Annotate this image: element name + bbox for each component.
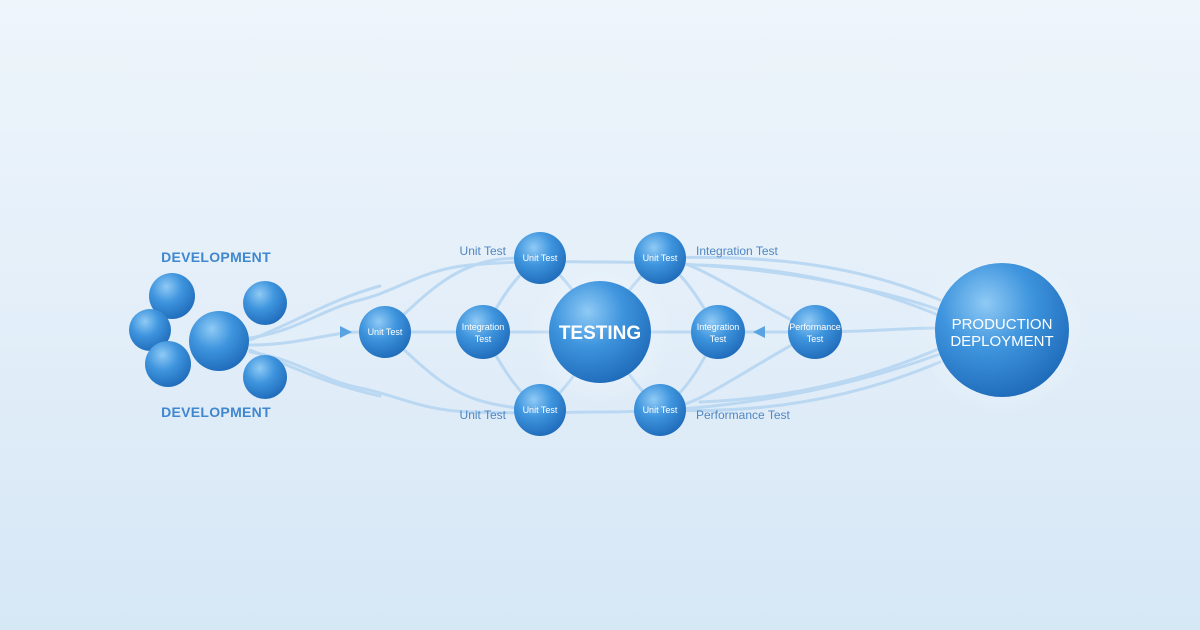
dev-node [145, 341, 191, 387]
deployment-label: DEPLOYMENT [950, 333, 1053, 350]
node-label: Unit Test [523, 405, 558, 415]
arrow-left-icon [753, 326, 765, 338]
node-label: Test [710, 334, 727, 344]
dev-node [243, 355, 287, 399]
node-label: Unit Test [368, 327, 403, 337]
development-label-top: DEVELOPMENT [161, 249, 271, 265]
node-label: Performance [789, 322, 841, 332]
dev-node [243, 281, 287, 325]
test-node-unit-top-right: Unit Test [634, 232, 686, 284]
development-cluster [129, 273, 287, 399]
test-node-performance-right: Performance Test [788, 305, 842, 359]
production-deployment-node: PRODUCTION DEPLOYMENT [917, 245, 1087, 415]
node-label: Test [475, 334, 492, 344]
node-label: Integration [697, 322, 740, 332]
node-label: Unit Test [643, 253, 678, 263]
test-node-integration-left: Integration Test [456, 305, 510, 359]
caption-unit-top: Unit Test [460, 244, 507, 258]
development-label-bottom: DEVELOPMENT [161, 404, 271, 420]
node-label: Test [807, 334, 824, 344]
flow-arrows [340, 326, 765, 338]
testing-hub: TESTING [528, 260, 672, 404]
caption-unit-bottom: Unit Test [460, 408, 507, 422]
caption-integration-top: Integration Test [696, 244, 778, 258]
test-node-unit-top-left: Unit Test [514, 232, 566, 284]
test-node-integration-right: Integration Test [691, 305, 745, 359]
test-node-unit-bottom-left: Unit Test [514, 384, 566, 436]
production-label: PRODUCTION [952, 316, 1053, 333]
testing-label: TESTING [559, 323, 641, 344]
node-label: Unit Test [523, 253, 558, 263]
caption-performance-bottom: Performance Test [696, 408, 790, 422]
dev-node-center [189, 311, 249, 371]
test-node-unit-bottom-right: Unit Test [634, 384, 686, 436]
dev-node [149, 273, 195, 319]
test-node-unit-left: Unit Test [359, 306, 411, 358]
dev-node [129, 309, 171, 351]
node-label: Unit Test [643, 405, 678, 415]
arrow-right-icon [340, 326, 352, 338]
node-label: Integration [462, 322, 505, 332]
